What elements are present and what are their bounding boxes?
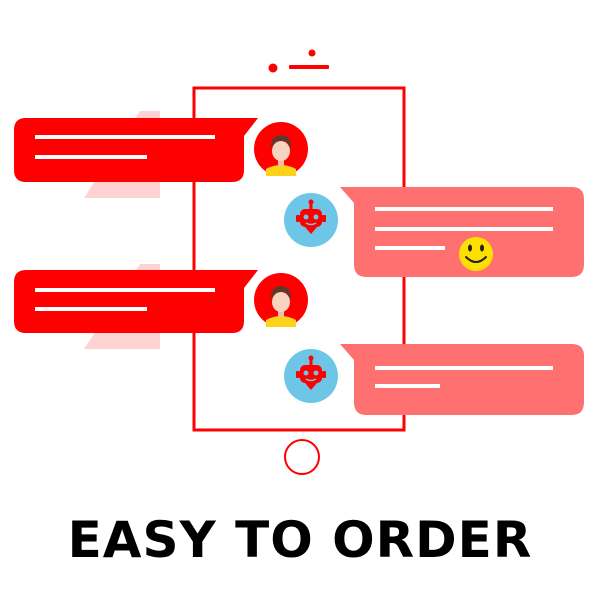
headline: EASY TO ORDER (67, 511, 533, 569)
user-message-bubble (14, 118, 258, 182)
chat-message-bot-2 (284, 344, 584, 415)
user-avatar-icon (254, 122, 308, 176)
chat-message-user-1 (14, 118, 308, 182)
text-line (375, 366, 553, 370)
text-line (35, 135, 215, 139)
text-line (375, 227, 553, 231)
robot-avatar-icon (284, 349, 338, 403)
user-avatar-icon (254, 273, 308, 327)
robot-avatar-icon (284, 193, 338, 247)
text-line (375, 246, 445, 250)
chat-message-bot-1 (284, 187, 584, 277)
phone-top-details (268, 49, 329, 73)
phone-speaker-icon (289, 65, 329, 69)
text-line (35, 288, 215, 292)
smiley-face-icon (459, 237, 493, 271)
phone-sensor-icon (308, 49, 316, 57)
text-line (35, 155, 147, 159)
phone-home-button-icon (284, 439, 320, 475)
bot-message-bubble (340, 344, 584, 415)
text-line (35, 307, 147, 311)
text-line (375, 384, 440, 388)
chat-message-user-2 (14, 270, 308, 333)
phone-camera-icon (268, 63, 278, 73)
user-message-bubble (14, 270, 258, 333)
text-line (375, 207, 553, 211)
